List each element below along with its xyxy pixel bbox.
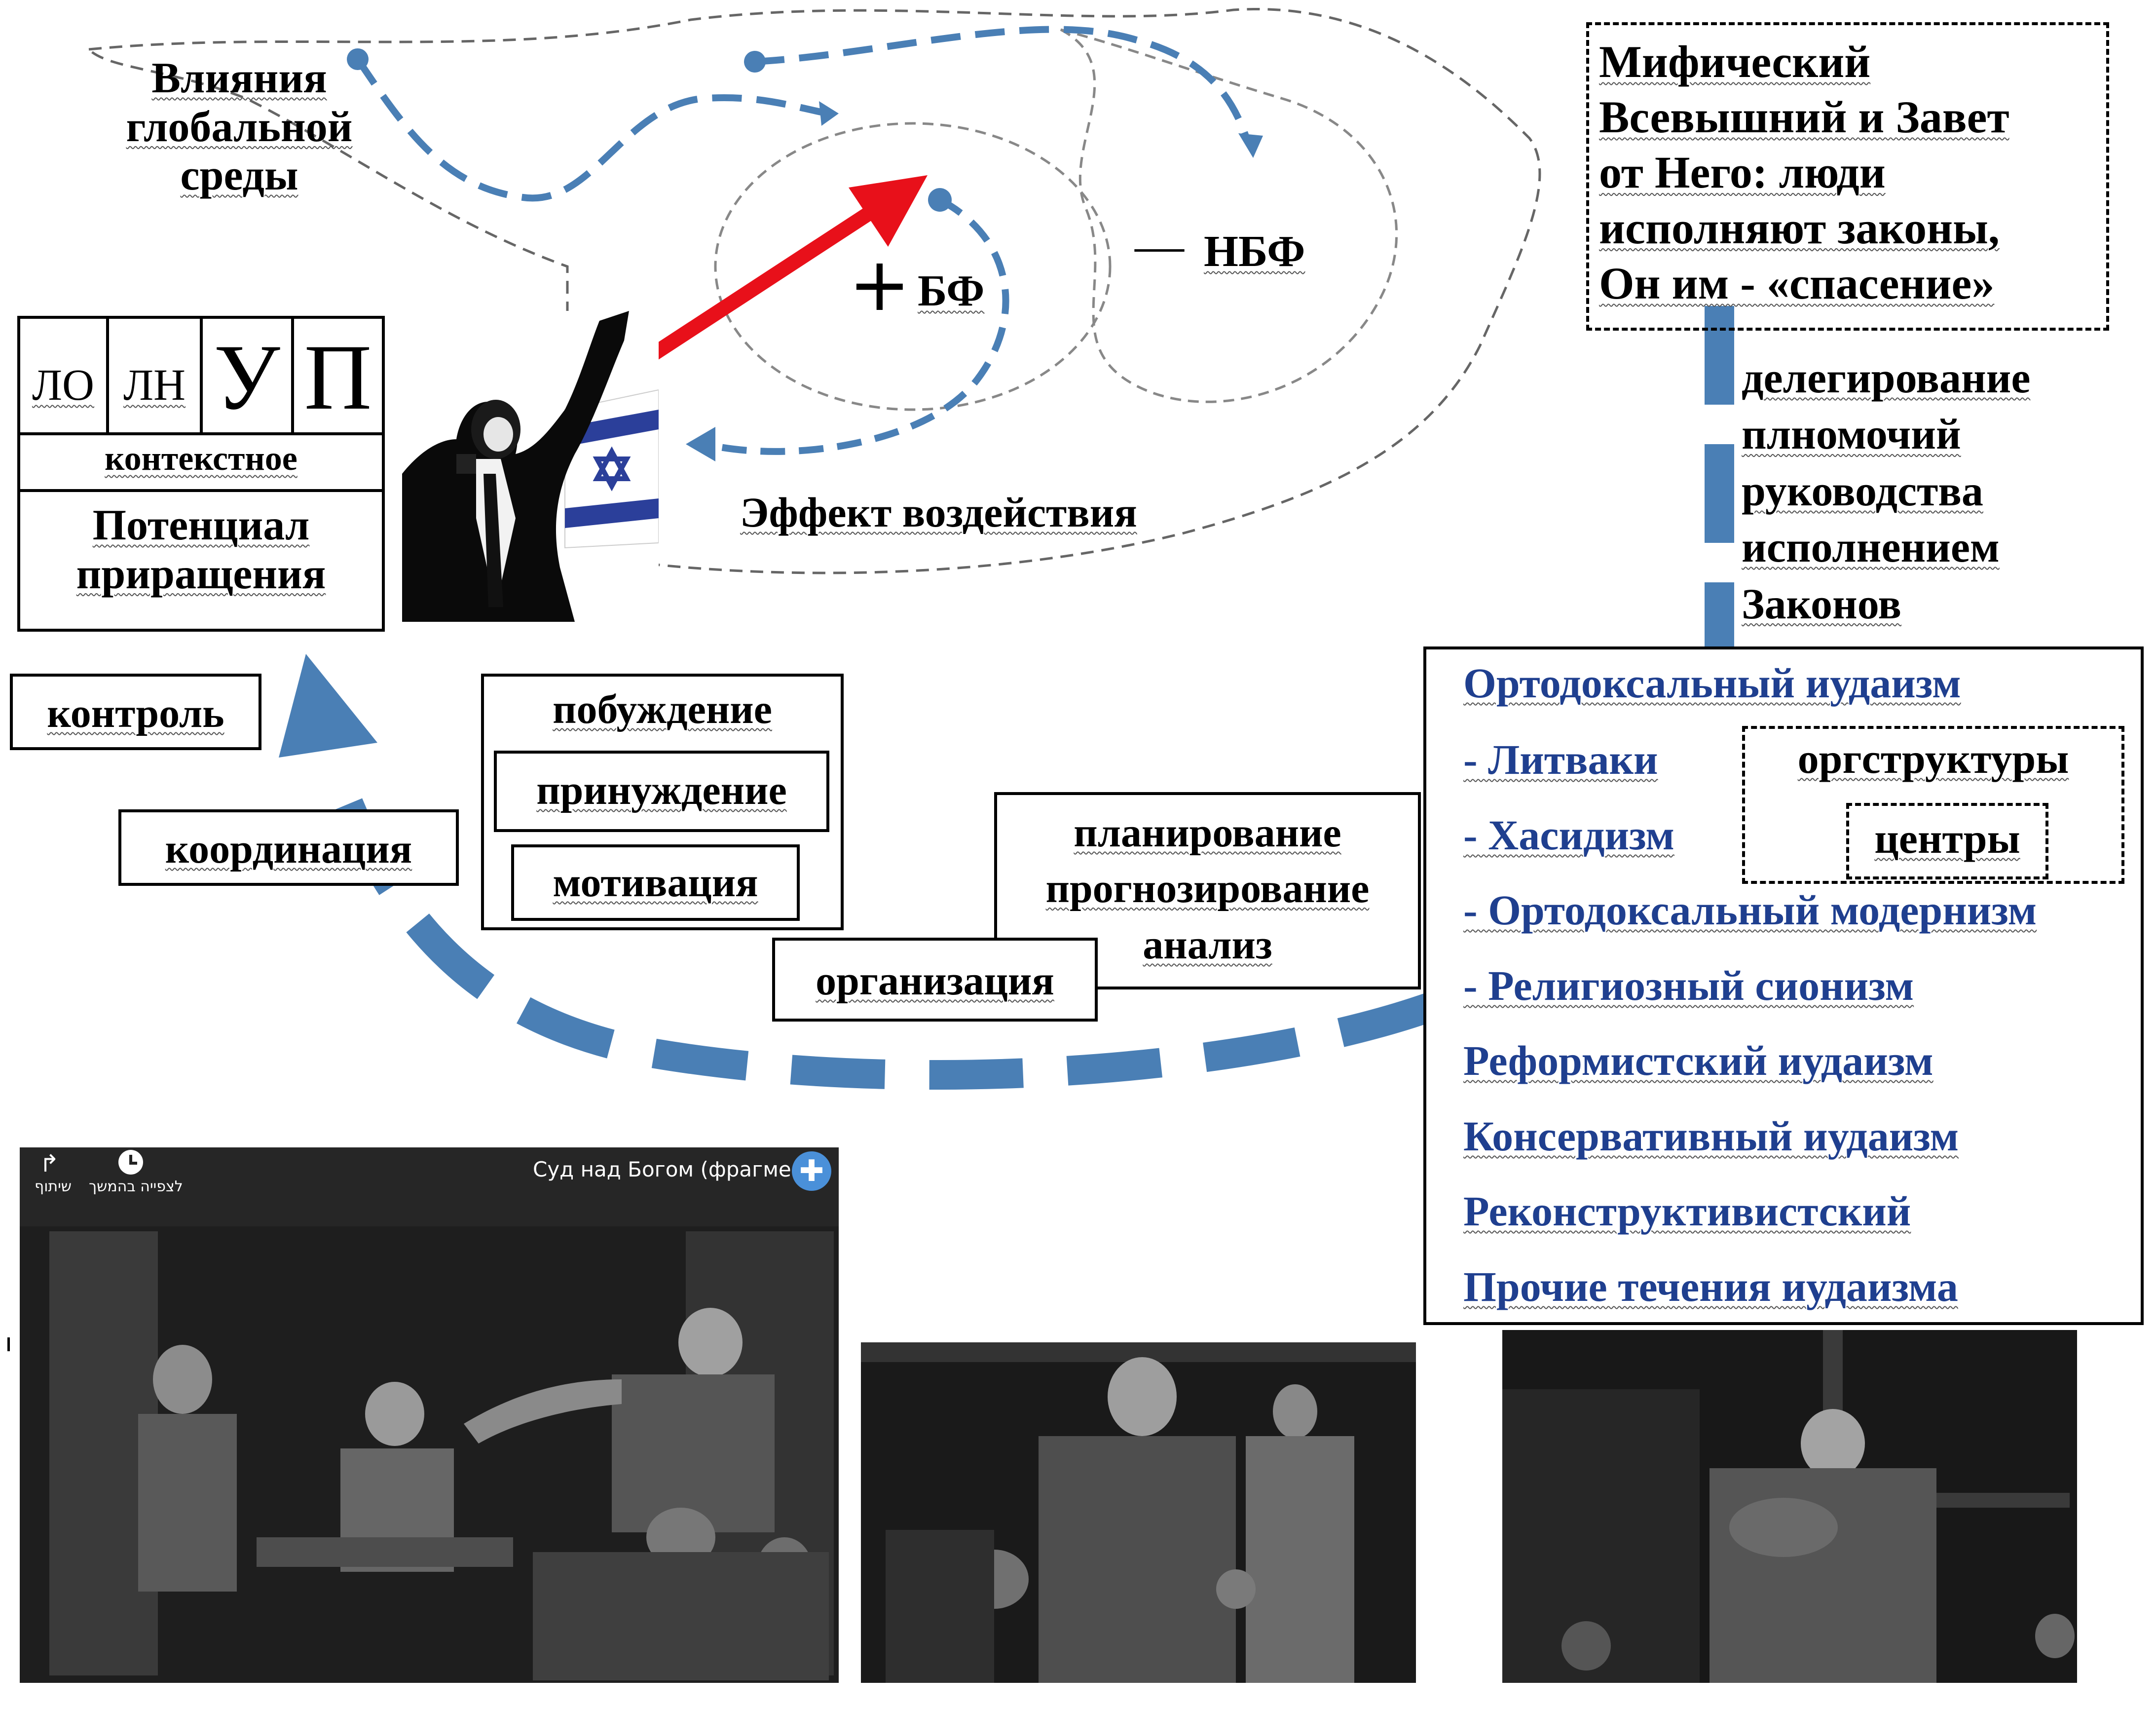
centers-label: центры xyxy=(1874,815,2020,862)
judaism-orthodox-modern: - Ортодоксальный модернизм xyxy=(1463,886,2037,934)
grid-cell-p: П xyxy=(304,326,372,429)
grid-potential: Потенциал приращения xyxy=(76,501,326,598)
bf-label: БФ xyxy=(918,266,985,315)
judaism-other: Прочие течения иудаизма xyxy=(1463,1263,1958,1310)
global-environment-label: Влияния глобальной среды xyxy=(126,54,353,200)
impact-arrow xyxy=(632,201,883,372)
film-still-3 xyxy=(1502,1330,2077,1683)
watch-later-label[interactable]: לצפייה בהמשך xyxy=(89,1178,183,1195)
coercion-label: принуждение xyxy=(536,767,787,813)
minus-sign: — xyxy=(1135,218,1184,273)
judaism-religious-zionism: - Религиозный сионизм xyxy=(1463,962,1914,1009)
organization-box: организация xyxy=(772,938,1098,1022)
grid-cell-lo: ЛО xyxy=(20,319,109,432)
influence-flow-2 xyxy=(754,26,1252,145)
judaism-litvaks: - Литваки xyxy=(1463,736,1658,783)
global-environment-cloud xyxy=(86,8,1541,574)
coordination-box: координация xyxy=(118,809,459,886)
channel-icon[interactable]: ✚ xyxy=(792,1151,831,1191)
grid-contextual: контекстное xyxy=(105,440,297,478)
organization-label: организация xyxy=(816,958,1054,1004)
influence-flow-1 xyxy=(355,57,830,202)
judaism-orthodox: Ортодоксальный иудаизм xyxy=(1463,659,1961,707)
myth-box: Мифический Всевышний и Завет от Него: лю… xyxy=(1586,22,2109,331)
control-box: контроль xyxy=(10,674,261,750)
planning-label: планирование прогнозирование анализ xyxy=(1045,810,1370,968)
control-label: контроль xyxy=(47,690,224,736)
plus-sign: + xyxy=(849,242,911,328)
judaism-reconstructionist: Реконструктивистский xyxy=(1463,1187,1911,1235)
nbf-label: НБФ xyxy=(1204,227,1305,276)
stimulation-label: побуждение xyxy=(553,686,772,732)
clock-icon[interactable] xyxy=(118,1150,143,1175)
film-still-2 xyxy=(861,1342,1416,1683)
grid-cell-ln: ЛН xyxy=(109,319,203,432)
org-structures-box: оргструктуры центры xyxy=(1742,726,2124,884)
coordination-label: координация xyxy=(165,826,412,872)
judaism-conservative: Консервативный иудаизм xyxy=(1463,1112,1959,1160)
myth-line: от Него: люди xyxy=(1599,147,1886,198)
judaism-hasidism: - Хасидизм xyxy=(1463,811,1674,859)
judaism-box: Ортодоксальный иудаизм - Литваки - Хасид… xyxy=(1423,646,2144,1325)
video-player[interactable]: ↱ שיתוף לצפייה בהמשך Суд над Богом (фраг… xyxy=(20,1147,839,1683)
leader-figure-image xyxy=(402,311,659,622)
motivation-box: мотивация xyxy=(511,844,800,921)
effect-loop xyxy=(705,196,1009,455)
myth-line: Всевышний и Завет xyxy=(1599,92,2009,143)
myth-line: Он им - «спасение» xyxy=(1599,258,1995,308)
management-cycle-arrow xyxy=(321,765,1436,1090)
video-title[interactable]: Суд над Богом (фрагмент) xyxy=(533,1157,825,1181)
potential-grid: ЛО ЛН У П контекстное Потенциал приращен… xyxy=(17,316,385,632)
flag-icon xyxy=(564,389,659,549)
bf-zone xyxy=(714,122,1112,411)
myth-line: Мифический xyxy=(1599,37,1871,87)
org-structures-label: оргструктуры xyxy=(1797,735,2069,782)
effect-label: Эффект воздействия xyxy=(740,489,1137,536)
share-label[interactable]: שיתוף xyxy=(35,1178,72,1195)
centers-box: центры xyxy=(1846,803,2048,879)
management-cycle-arrowhead xyxy=(279,654,377,758)
grid-cell-u: У xyxy=(203,319,294,432)
stimulation-box: побуждение принуждение мотивация xyxy=(481,674,844,930)
myth-line: исполняют законы, xyxy=(1599,202,2000,253)
delegation-bar xyxy=(1705,306,1734,651)
video-frame-image xyxy=(20,1147,839,1683)
delegation-text: делегирование плномочий руководства испо… xyxy=(1742,354,2031,628)
coercion-box: принуждение xyxy=(494,751,829,832)
share-icon[interactable]: ↱ xyxy=(39,1150,60,1178)
motivation-label: мотивация xyxy=(553,860,758,906)
nbf-zone xyxy=(1060,28,1398,403)
judaism-reform: Реформистский иудаизм xyxy=(1463,1037,1933,1084)
